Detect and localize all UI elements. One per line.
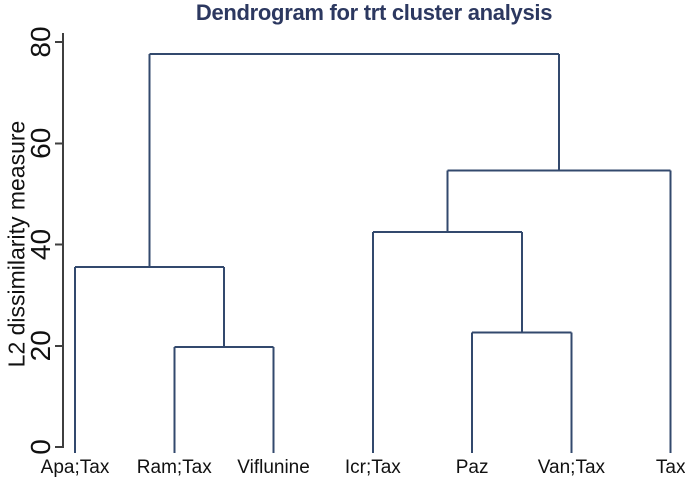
y-tick-label: 0: [25, 439, 56, 455]
y-axis-title: L2 dissimilarity measure: [3, 120, 30, 368]
y-tick-label: 20: [25, 330, 56, 361]
x-leaf-label: Viflunine: [237, 457, 310, 478]
x-leaf-label: Ram;Tax: [137, 457, 212, 478]
y-tick-label: 60: [25, 128, 56, 159]
x-leaf-label: Icr;Tax: [345, 457, 401, 478]
chart-title: Dendrogram for trt cluster analysis: [195, 0, 553, 25]
x-leaf-label: Paz: [456, 457, 489, 478]
x-leaf-label: Apa;Tax: [41, 457, 110, 478]
x-leaf-label: Tax: [656, 457, 685, 478]
y-tick-label: 40: [25, 229, 56, 260]
y-tick-label: 80: [25, 26, 56, 57]
x-leaf-label: Van;Tax: [538, 457, 606, 478]
